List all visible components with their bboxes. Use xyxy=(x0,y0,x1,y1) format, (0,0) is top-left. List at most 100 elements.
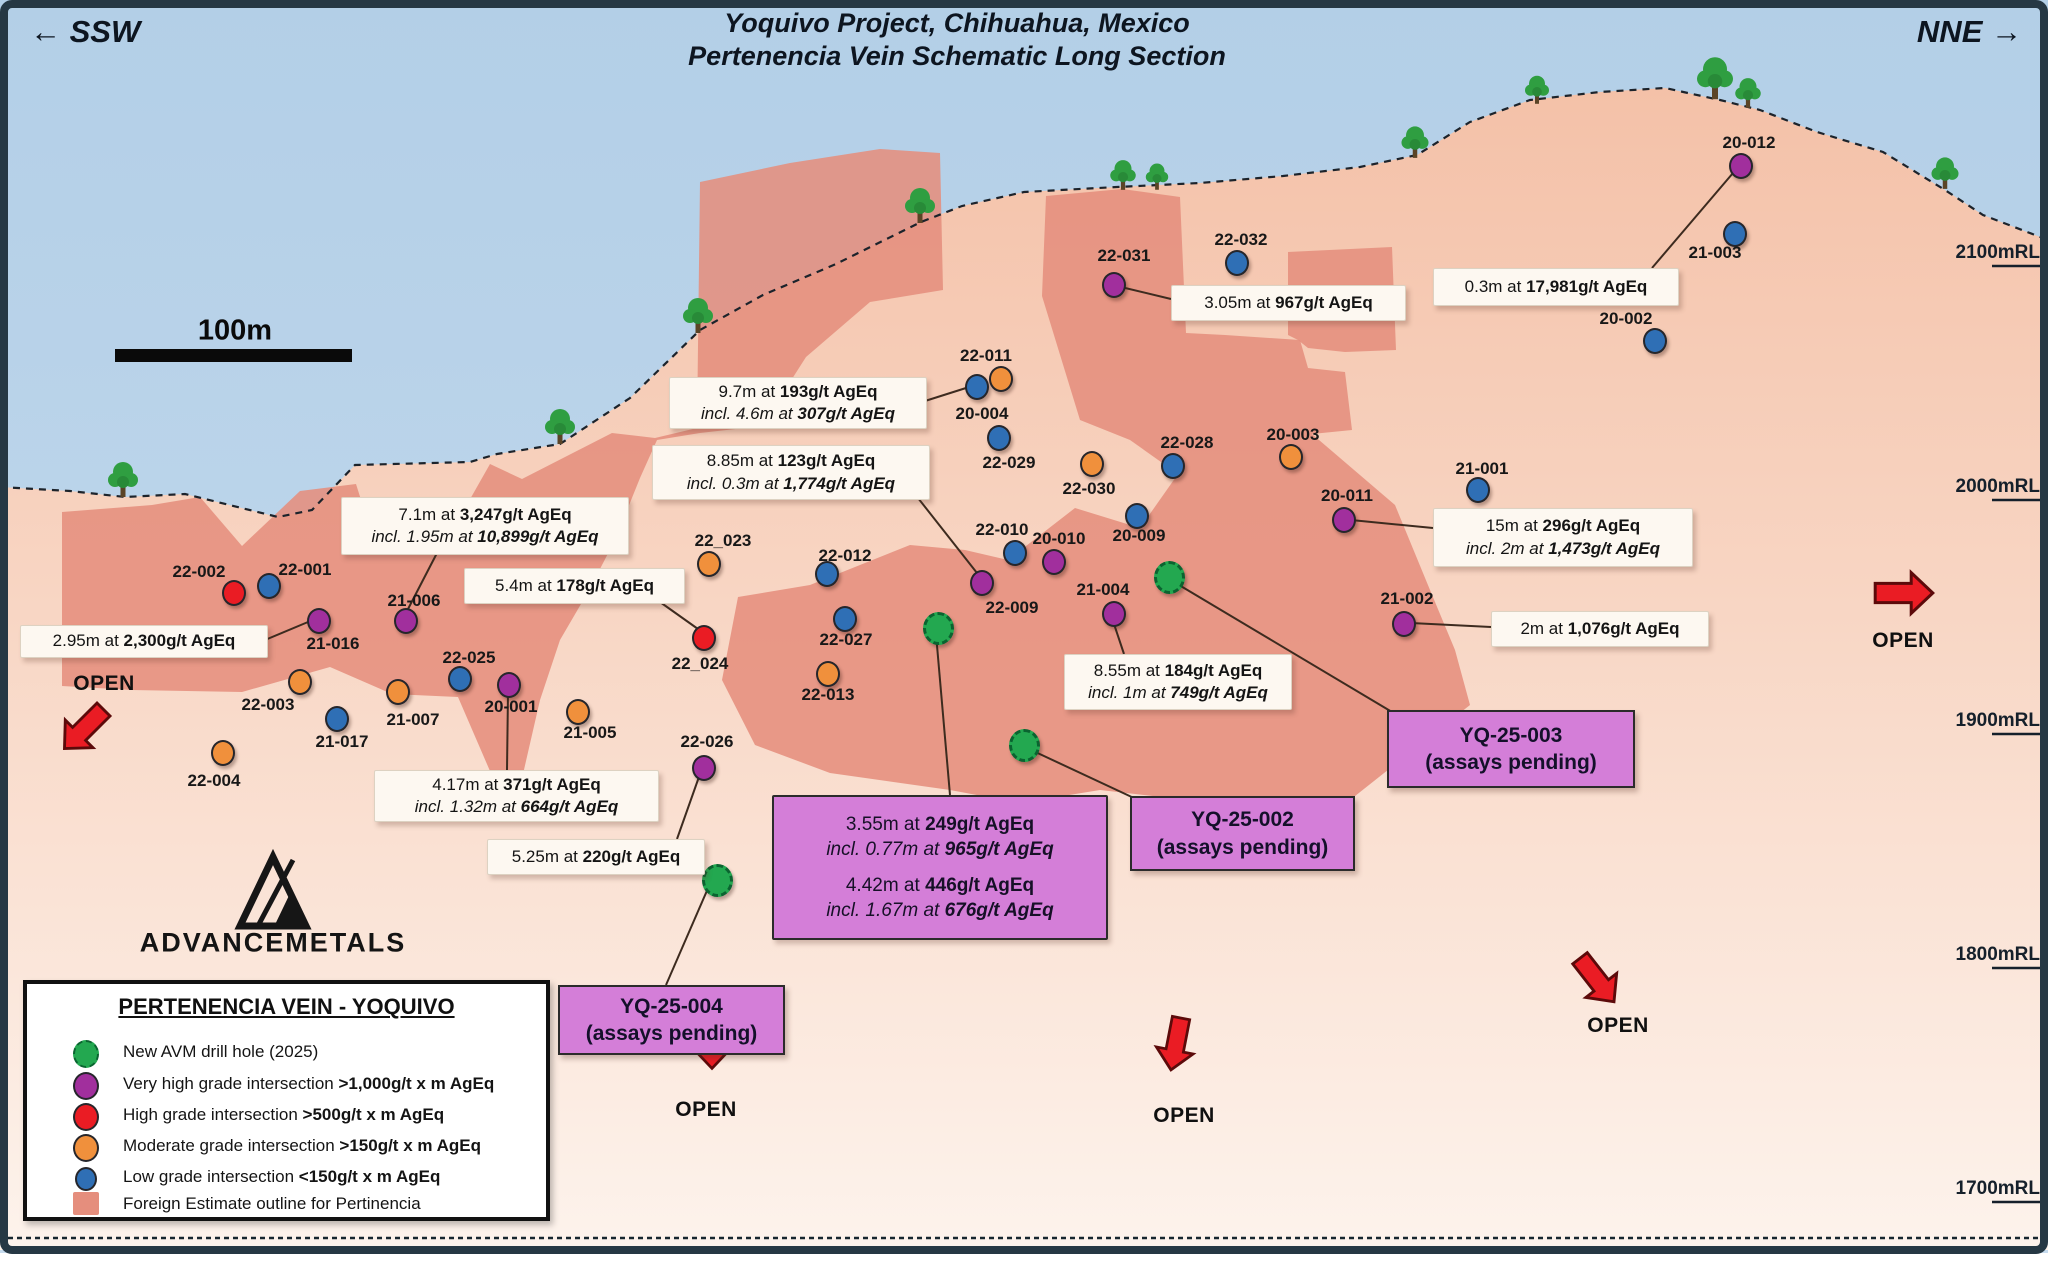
open-label: OPEN xyxy=(675,1098,737,1121)
drill-hole-label: 22-002 xyxy=(172,562,226,581)
drill-hole-dot-21-003 xyxy=(1723,221,1747,247)
drill-hole-label: 22-025 xyxy=(442,648,496,667)
new-drill-hole-dot xyxy=(1154,561,1185,594)
leader-line xyxy=(917,497,978,574)
drill-hole-label: 20-004 xyxy=(955,404,1009,423)
leader-line xyxy=(659,601,699,630)
new-drill-hole-dot xyxy=(702,864,733,897)
drill-hole-dot-21-001 xyxy=(1466,477,1490,503)
legend-item-high: High grade intersection >500g/t x m AgEq xyxy=(27,1102,546,1131)
vein-outline-swatch-icon xyxy=(73,1192,99,1215)
elevation-label: 2000mRL xyxy=(1955,476,2041,497)
scale-bar-label: 100m xyxy=(197,314,273,347)
drill-hole-label: 20-003 xyxy=(1266,425,1320,444)
drill-hole-label: 21-006 xyxy=(387,591,441,610)
drill-hole-label: 21-007 xyxy=(386,710,440,729)
assay-annotation: 5.4m at 178g/t AgEq xyxy=(464,568,685,604)
drill-hole-label: 22-004 xyxy=(187,771,241,790)
drill-hole-label: 22-027 xyxy=(819,630,873,649)
figure-title: Yoquivo Project, Chihuahua, Mexico Perte… xyxy=(688,7,1226,73)
new-drill-hole-dot xyxy=(1009,729,1040,762)
pending-hole-id: YQ-25-003 xyxy=(1459,723,1563,747)
assay-annotation: 2.95m at 2,300g/t AgEq xyxy=(20,625,268,658)
drill-hole-label: 22-026 xyxy=(680,732,734,751)
drill-hole-label: 21-016 xyxy=(306,634,360,653)
assay-text-line: 15m at 296g/t AgEq xyxy=(1485,516,1641,536)
drill-hole-label: 22-001 xyxy=(278,560,332,579)
drill-hole-dot-20-002 xyxy=(1643,328,1667,354)
assay-text-line: 5.4m at 178g/t AgEq xyxy=(494,575,655,595)
leader-line xyxy=(1028,748,1137,800)
drill-hole-dot-22-003 xyxy=(288,669,312,695)
drill-hole-dot-22-011 xyxy=(989,366,1013,392)
drill-hole-dot-22-025 xyxy=(448,666,472,692)
drill-hole-label: 21-002 xyxy=(1380,589,1434,608)
moderate-grade-swatch-icon xyxy=(73,1134,99,1162)
scale-bar xyxy=(115,349,352,362)
legend-item-moderate: Moderate grade intersection >150g/t x m … xyxy=(27,1133,546,1162)
assay-text-line: 9.7m at 193g/t AgEq xyxy=(718,381,878,401)
drill-hole-dot-21-002 xyxy=(1392,611,1416,637)
leader-line xyxy=(506,691,509,771)
assay-text-line: incl. 1.95m at 10,899g/t AgEq xyxy=(371,527,599,546)
drill-hole-label: 20-009 xyxy=(1112,526,1166,545)
legend-item-very-high: Very high grade intersection >1,000g/t x… xyxy=(27,1071,546,1100)
drill-hole-dot-21-006 xyxy=(394,608,418,634)
leader-line xyxy=(1350,519,1434,529)
drill-hole-label: 20-012 xyxy=(1722,133,1776,152)
low-grade-swatch-icon xyxy=(75,1167,97,1191)
assay-annotation: 3.05m at 967g/t AgEq xyxy=(1171,285,1406,321)
drill-hole-label: 22-009 xyxy=(985,598,1039,617)
elevation-ticks xyxy=(1992,264,2042,1204)
drill-hole-label: 22-010 xyxy=(975,520,1029,539)
elevation-label: 1700mRL xyxy=(1955,1178,2041,1199)
drill-hole-label: 22-031 xyxy=(1097,246,1151,265)
drill-hole-label: 20-010 xyxy=(1032,529,1086,548)
drill-hole-label: 22_024 xyxy=(671,654,729,673)
drill-hole-dot-20-004 xyxy=(965,374,989,400)
drill-hole-dot-22_023 xyxy=(697,551,721,577)
assay-text-line: 8.85m at 123g/t AgEq xyxy=(706,451,876,471)
advancemetals-logo-text: ADVANCEMETALS xyxy=(139,927,407,958)
drill-hole-label: 22-030 xyxy=(1062,479,1116,498)
drill-hole-label: 22-011 xyxy=(960,346,1012,365)
drill-hole-label: 22-013 xyxy=(801,685,855,704)
legend-item-new: New AVM drill hole (2025) xyxy=(27,1039,546,1068)
drill-hole-dot-22_024 xyxy=(692,625,716,651)
drill-hole-label: 21-004 xyxy=(1076,580,1130,599)
assay-text-line: 2m at 1,076g/t AgEq xyxy=(1520,618,1680,638)
annotation-leader-lines xyxy=(264,172,1734,986)
elevation-label: 2100mRL xyxy=(1955,242,2041,263)
assay-text-line: 0.3m at 17,981g/t AgEq xyxy=(1464,276,1648,296)
assay-text-line: incl. 0.77m at 965g/t AgEq xyxy=(826,838,1054,860)
assay-text-line: 5.25m at 220g/t AgEq xyxy=(511,846,681,866)
drill-hole-dot-21-007 xyxy=(386,679,410,705)
assay-text-line: incl. 1m at 749g/t AgEq xyxy=(1088,683,1268,702)
drill-hole-dot-20-010 xyxy=(1042,549,1066,575)
drill-hole-dot-22-032 xyxy=(1225,250,1249,276)
assay-text-line: incl. 2m at 1,473g/t AgEq xyxy=(1466,538,1660,558)
drill-hole-dot-22-010 xyxy=(1003,540,1027,566)
drill-hole-dot-22-026 xyxy=(692,755,716,781)
title-line-1: Yoquivo Project, Chihuahua, Mexico xyxy=(724,8,1190,39)
very-high-grade-swatch-icon xyxy=(73,1072,99,1100)
drill-hole-label: 20-002 xyxy=(1599,309,1653,328)
drill-hole-dot-22-027 xyxy=(833,606,857,632)
assay-annotation: 9.7m at 193g/t AgEq incl. 4.6m at 307g/t … xyxy=(669,377,927,429)
leader-line xyxy=(264,621,309,641)
drill-hole-label: 22-028 xyxy=(1160,433,1214,452)
assay-text-line: 7.1m at 3,247g/t AgEq xyxy=(398,504,572,524)
pending-hole-id: YQ-25-002 xyxy=(1191,808,1294,832)
drill-hole-dot-22-013 xyxy=(816,661,840,687)
drill-hole-dot-21-004 xyxy=(1102,601,1126,627)
drill-hole-label: 20-001 xyxy=(484,697,538,716)
assay-text-line: incl. 4.6m at 307g/t AgEq xyxy=(701,404,895,423)
drill-hole-dot-20-009 xyxy=(1125,503,1149,529)
assay-annotation: 0.3m at 17,981g/t AgEq xyxy=(1433,268,1679,306)
leader-line xyxy=(935,633,951,796)
